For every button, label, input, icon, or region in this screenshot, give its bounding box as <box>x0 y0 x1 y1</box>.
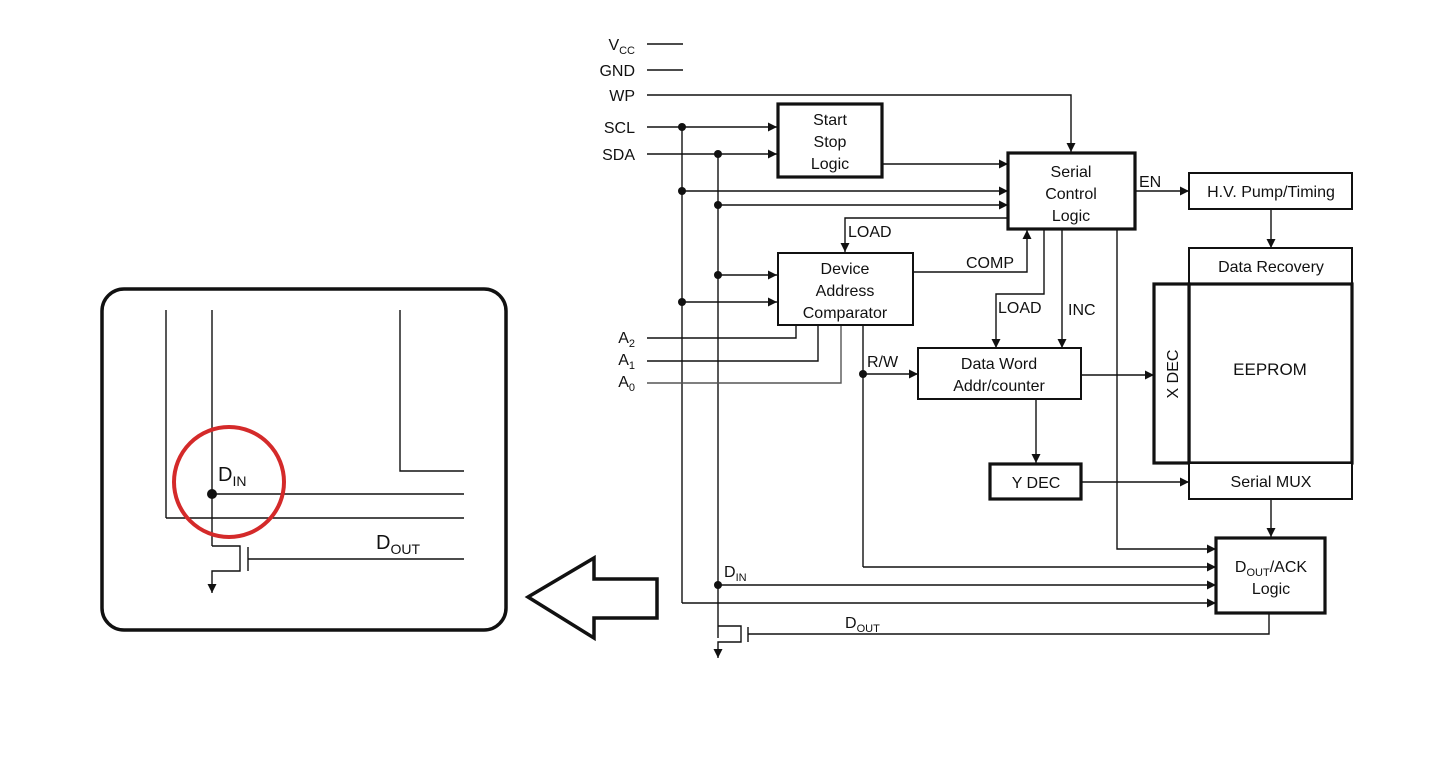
dout-wire <box>748 613 1270 635</box>
eeprom-block: EEPROM <box>1187 282 1354 465</box>
junction-dot <box>714 271 722 279</box>
dout-ack-logic-block: DOUT/ACK Logic <box>1214 536 1327 615</box>
svg-text:Addr/counter: Addr/counter <box>953 378 1045 395</box>
start-stop-logic-block: Start Stop Logic <box>776 102 884 179</box>
svg-text:Address: Address <box>816 283 875 300</box>
control-to-dout-wire <box>1116 230 1216 554</box>
x-dec-block: X DEC <box>1152 282 1191 465</box>
y-dec-block: Y DEC <box>988 462 1083 501</box>
pin-scl-label: SCL <box>604 120 635 137</box>
svg-text:EEPROM: EEPROM <box>1233 360 1307 379</box>
rw-label: R/W <box>867 354 899 371</box>
din-label: DIN <box>724 564 747 584</box>
junction-dot <box>714 201 722 209</box>
pin-vcc-label: VCC <box>608 37 635 57</box>
highlight-circle <box>172 425 286 539</box>
inc-label: INC <box>1068 302 1096 319</box>
pin-gnd-label: GND <box>599 63 635 80</box>
svg-text:Y DEC: Y DEC <box>1012 475 1061 492</box>
pin-a2-label: A2 <box>618 330 635 350</box>
svg-text:Comparator: Comparator <box>803 305 888 322</box>
comp-label: COMP <box>966 255 1014 272</box>
data-recovery-block: Data Recovery <box>1188 247 1353 285</box>
en-label: EN <box>1139 174 1161 191</box>
svg-text:Stop: Stop <box>814 134 847 151</box>
device-address-comparator-block: Device Address Comparator <box>777 252 914 326</box>
svg-text:Logic: Logic <box>1252 581 1290 598</box>
a0-wire <box>647 325 842 384</box>
junction-dot <box>678 123 686 131</box>
svg-text:Serial MUX: Serial MUX <box>1231 474 1312 491</box>
dout-label: DOUT <box>845 615 880 635</box>
load-wire-dataword <box>991 230 1045 348</box>
wp-wire <box>647 94 1076 152</box>
junction-dot <box>714 581 722 589</box>
data-word-addr-counter-block: Data Word Addr/counter <box>917 347 1082 400</box>
svg-text:DOUT/ACK: DOUT/ACK <box>1235 559 1307 579</box>
transistor-channel <box>713 625 742 658</box>
comp-wire <box>913 230 1032 273</box>
pointer-arrow-icon <box>524 554 659 642</box>
junction-dot <box>678 187 686 195</box>
callout-din-label: DIN <box>218 464 246 489</box>
hv-pump-timing-block: H.V. Pump/Timing <box>1188 172 1353 210</box>
svg-text:Control: Control <box>1045 186 1097 203</box>
svg-text:H.V. Pump/Timing: H.V. Pump/Timing <box>1207 184 1335 201</box>
a1-wire <box>647 325 819 362</box>
zoom-callout-panel: DIN DOUT <box>100 287 508 632</box>
pin-wp-label: WP <box>609 88 635 105</box>
svg-text:Start: Start <box>813 112 847 129</box>
svg-text:Logic: Logic <box>1052 208 1090 225</box>
load-label-mid: LOAD <box>998 300 1042 317</box>
svg-text:Logic: Logic <box>811 156 849 173</box>
pin-a0-label: A0 <box>618 374 635 394</box>
a2-wire <box>647 325 797 339</box>
callout-dout-label: DOUT <box>376 532 420 557</box>
svg-text:X DEC: X DEC <box>1165 350 1182 399</box>
svg-text:Data Recovery: Data Recovery <box>1218 259 1324 276</box>
load-label-top: LOAD <box>848 224 892 241</box>
serial-mux-block: Serial MUX <box>1188 462 1353 500</box>
junction-dot <box>714 150 722 158</box>
svg-text:Serial: Serial <box>1051 164 1092 181</box>
junction-dot <box>678 298 686 306</box>
load-wire-comparator <box>840 217 1008 252</box>
junction-dot <box>859 370 867 378</box>
serial-control-logic-block: Serial Control Logic <box>1006 151 1137 231</box>
pin-sda-label: SDA <box>602 147 635 164</box>
svg-text:Device: Device <box>821 261 870 278</box>
svg-text:Data Word: Data Word <box>961 356 1037 373</box>
pin-a1-label: A1 <box>618 352 635 372</box>
